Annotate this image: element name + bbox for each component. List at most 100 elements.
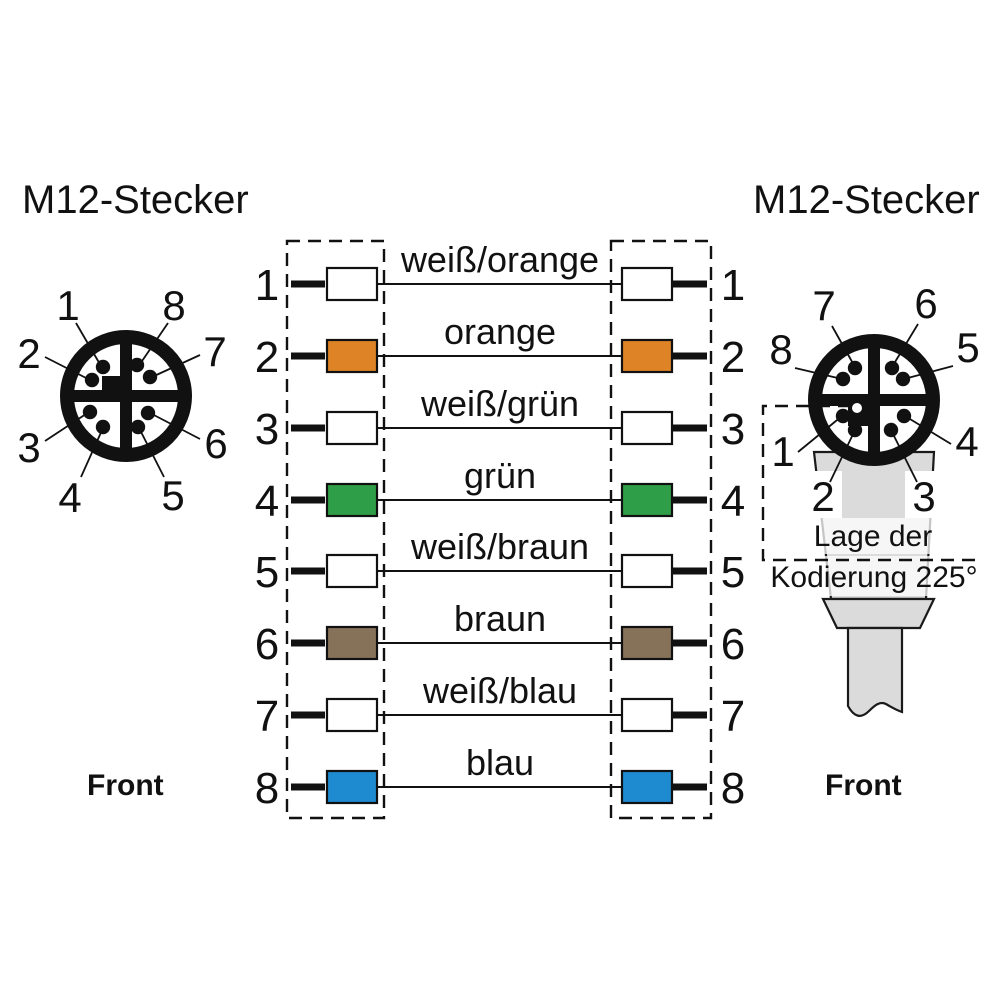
right-pin-number: 5: [721, 548, 745, 597]
left-terminal-box: [285, 239, 386, 820]
right-leader-1: [797, 415, 843, 453]
right-leader-2: [829, 427, 857, 483]
right-leader-6: [891, 323, 919, 368]
cable: [846, 626, 904, 717]
left-coding-notch: [102, 376, 121, 392]
left-pin-dot-5: [130, 419, 146, 435]
left-cross-horizontal-bar: [74, 390, 178, 402]
left-pin-label-8: 8: [162, 282, 185, 329]
right-terminal: [620, 410, 674, 446]
right-leader-7: [831, 325, 856, 368]
right-pin-number: 4: [721, 477, 745, 526]
wire-color-label: weiß/braun: [410, 526, 589, 567]
right-terminal-box: [609, 239, 713, 820]
right-leader-4: [904, 415, 952, 445]
left-leader-3: [44, 411, 90, 442]
left-pin-label-4: 4: [58, 474, 81, 521]
left-front-label: Front: [87, 769, 164, 802]
wire-row-1: 1 weiß/orange 1: [255, 239, 745, 310]
right-cross-horizontal-bar: [822, 394, 926, 406]
left-pin-dot-4: [95, 419, 111, 435]
wire-color-label: blau: [466, 742, 534, 783]
wire-color-label: weiß/orange: [400, 239, 599, 280]
left-pin-number: 6: [255, 620, 279, 669]
wire-row-6: 6 braun 6: [255, 598, 745, 669]
left-pin-number: 7: [255, 692, 279, 741]
left-terminal: [325, 697, 379, 733]
wire-row-8: 8 blau 8: [255, 742, 745, 813]
right-pin-number: 1: [721, 261, 745, 310]
left-pin-label-2: 2: [17, 330, 40, 377]
wire-row-4: 4 grün 4: [255, 455, 745, 526]
wire-color-label: orange: [444, 311, 556, 352]
left-leader-5: [138, 427, 165, 478]
left-pin-number: 4: [255, 477, 279, 526]
right-pin-dot-7: [847, 360, 863, 376]
left-pin-label-3: 3: [17, 424, 40, 471]
right-terminal: [620, 553, 674, 589]
wiring-table: 1 weiß/orange 1 2 orange 2 3 weiß/grü: [255, 239, 745, 820]
left-pin-number: 5: [255, 548, 279, 597]
coding-position-dot: [852, 403, 862, 413]
wire-color-label: weiß/blau: [422, 670, 577, 711]
left-pin-dot-6: [140, 405, 156, 421]
coding-note-line2: Kodierung 225°: [770, 561, 977, 594]
connector-flange: [821, 597, 936, 630]
left-leader-6: [149, 412, 201, 440]
coding-note-line1: Lage der: [814, 520, 932, 553]
wire-row-7: 7 weiß/blau 7: [255, 670, 745, 741]
right-terminal: [620, 482, 674, 518]
label-patch-3: [905, 471, 943, 518]
right-terminal: [620, 697, 674, 733]
right-terminal: [620, 625, 674, 661]
left-leader-1: [75, 322, 102, 367]
wire-row-5: 5 weiß/braun 5: [255, 526, 745, 597]
left-pin-label-5: 5: [161, 472, 184, 519]
right-connector-title: M12-Stecker: [753, 178, 980, 222]
right-pin-label-7: 7: [812, 282, 835, 329]
wire-row-2: 2 orange 2: [255, 311, 745, 382]
right-terminal: [620, 266, 674, 302]
right-pin-number: 7: [721, 692, 745, 741]
right-pin-dot-6: [884, 360, 900, 376]
left-connector-title: M12-Stecker: [22, 178, 249, 222]
left-pin-dot-7: [142, 369, 158, 385]
right-pin-number: 8: [721, 764, 745, 813]
right-leader-3: [889, 427, 918, 483]
right-leader-8: [794, 367, 843, 380]
left-pin-label-6: 6: [204, 420, 227, 467]
wire-row-3: 3 weiß/grün 3: [255, 383, 745, 454]
wire-color-label: grün: [464, 455, 536, 496]
right-pin-label-5: 5: [956, 324, 979, 371]
coding-note-halo-2: [766, 556, 984, 596]
wire-color-label: braun: [454, 598, 546, 639]
right-pin-dot-8: [835, 371, 851, 387]
left-terminal: [325, 338, 379, 374]
left-leader-8: [139, 322, 169, 365]
left-terminal: [325, 266, 379, 302]
right-pin-label-2: 2: [811, 473, 834, 520]
right-pin-number: 2: [721, 333, 745, 382]
right-pin-dot-4: [896, 408, 912, 424]
right-pin-label-1: 1: [771, 428, 794, 475]
right-pin-dot-1: [835, 408, 851, 424]
right-pin-number: 6: [721, 620, 745, 669]
right-terminal: [620, 338, 674, 374]
coding-note-halo-1: [798, 518, 950, 554]
right-pin-label-6: 6: [914, 280, 937, 327]
left-pin-number: 3: [255, 405, 279, 454]
right-leader-5: [903, 365, 954, 380]
left-leader-4: [80, 427, 104, 478]
left-leader-2: [44, 356, 91, 381]
right-terminal: [620, 769, 674, 805]
left-terminal: [325, 553, 379, 589]
wire-color-label: weiß/grün: [420, 383, 579, 424]
left-terminal: [325, 482, 379, 518]
left-pin-dot-2: [84, 372, 100, 388]
right-connector: M12-Stecker: [753, 178, 984, 802]
left-leader-7: [151, 354, 201, 378]
left-terminal: [325, 625, 379, 661]
left-pin-number: 8: [255, 764, 279, 813]
